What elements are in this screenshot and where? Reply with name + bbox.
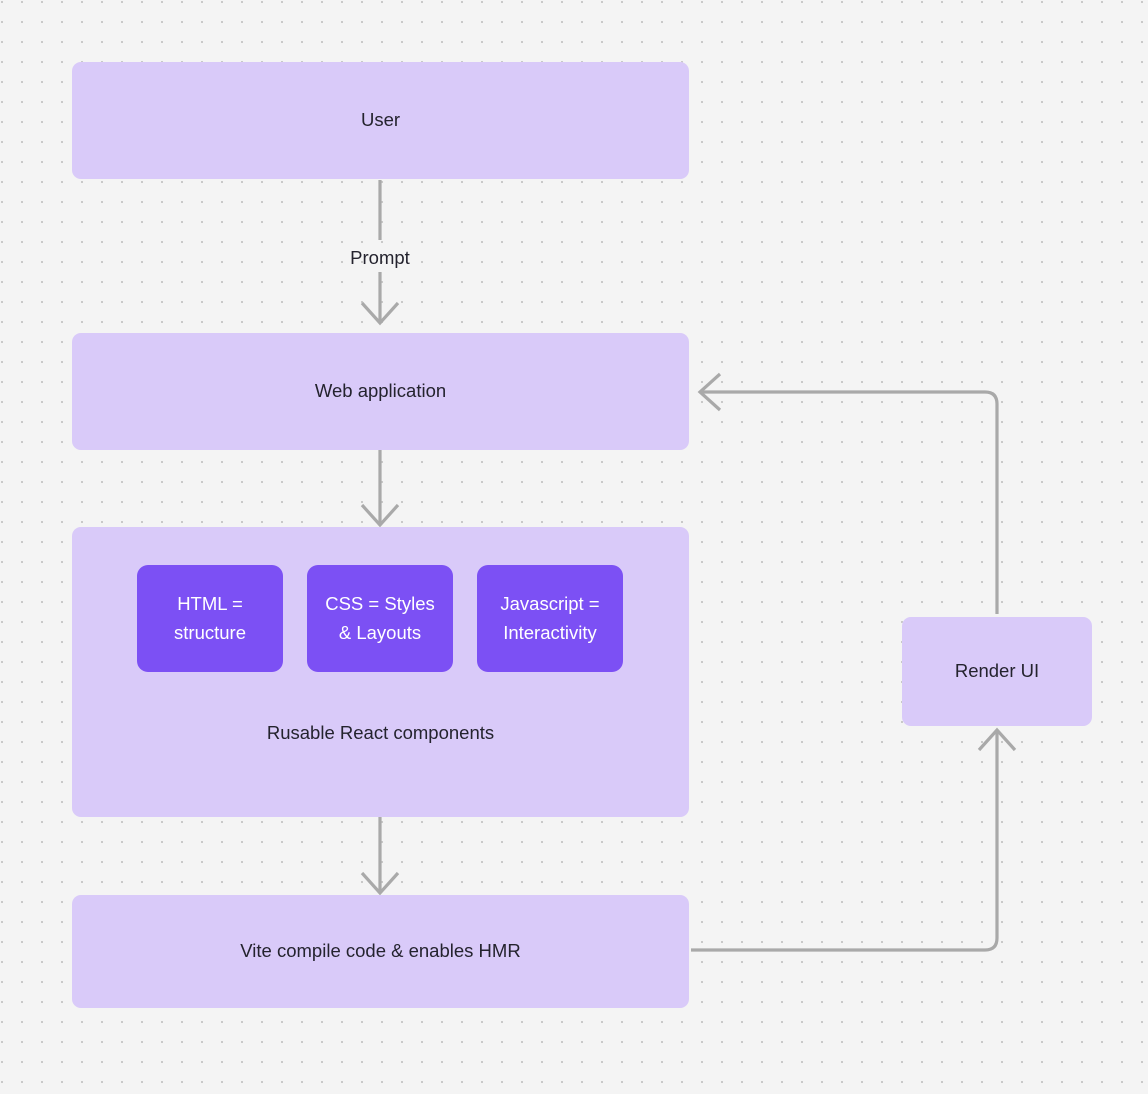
node-render-ui[interactable]: Render UI: [902, 617, 1092, 726]
edge-web-application-to-components[interactable]: [360, 450, 400, 528]
node-render-ui-label: Render UI: [954, 660, 1040, 682]
node-html[interactable]: HTML = structure: [137, 565, 283, 672]
node-vite[interactable]: Vite compile code & enables HMR: [72, 895, 689, 1008]
node-user-label: User: [360, 109, 401, 131]
node-components-group-caption: Rusable React components: [266, 722, 495, 743]
node-css-label: CSS = Styles & Layouts: [325, 590, 435, 647]
node-web-application-label: Web application: [314, 380, 447, 402]
node-html-label-line2: structure: [174, 621, 246, 643]
edge-render-ui-to-web-application[interactable]: [697, 372, 999, 614]
node-javascript-label-line1: Javascript =: [500, 592, 600, 614]
node-css-label-line1: CSS = Styles: [325, 592, 435, 614]
edge-vite-to-render-ui[interactable]: [691, 727, 1017, 952]
node-javascript-label-line2: Interactivity: [503, 621, 597, 643]
node-web-application[interactable]: Web application: [72, 333, 689, 450]
node-css-label-line2: & Layouts: [338, 621, 422, 643]
node-css[interactable]: CSS = Styles & Layouts: [307, 565, 453, 672]
node-javascript-label: Javascript = Interactivity: [500, 590, 599, 647]
node-vite-label: Vite compile code & enables HMR: [240, 940, 521, 962]
node-components-group[interactable]: HTML = structure CSS = Styles & Layouts Ja…: [72, 527, 689, 817]
node-html-label: HTML = structure: [174, 590, 246, 647]
edge-label-prompt: Prompt: [350, 247, 410, 268]
edge-components-to-vite[interactable]: [360, 817, 400, 896]
node-user[interactable]: User: [72, 62, 689, 179]
node-javascript[interactable]: Javascript = Interactivity: [477, 565, 623, 672]
node-html-label-line1: HTML =: [177, 592, 243, 614]
